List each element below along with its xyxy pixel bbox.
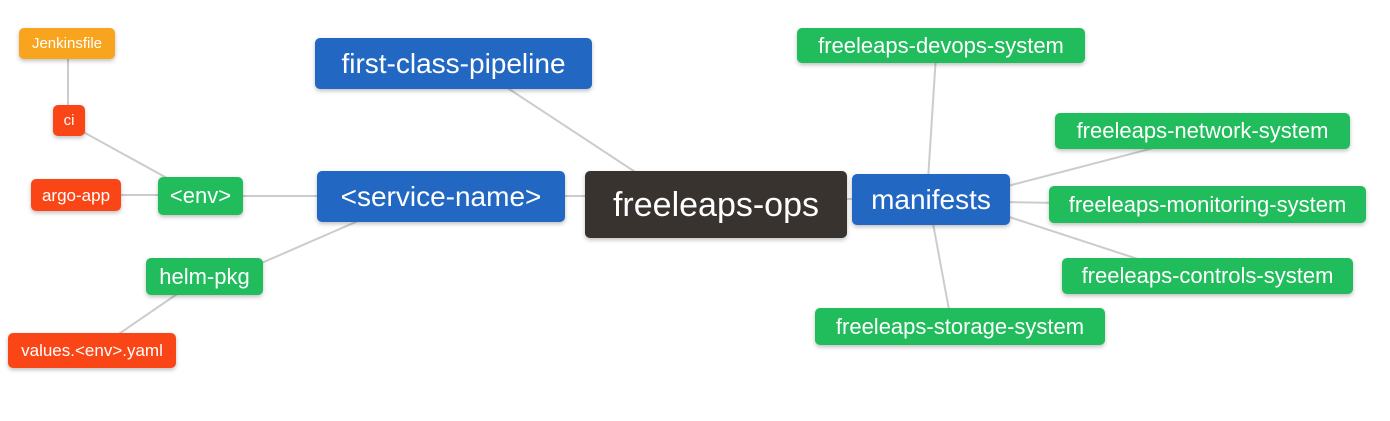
node-ci[interactable]: ci bbox=[53, 105, 85, 136]
node-freeleaps-devops-system[interactable]: freeleaps-devops-system bbox=[797, 28, 1085, 63]
node-env[interactable]: <env> bbox=[158, 177, 243, 215]
node-freeleaps-controls-system[interactable]: freeleaps-controls-system bbox=[1062, 258, 1353, 294]
node-values-env-yaml[interactable]: values.<env>.yaml bbox=[8, 333, 176, 368]
node-freeleaps-storage-system[interactable]: freeleaps-storage-system bbox=[815, 308, 1105, 345]
node-first-class-pipeline[interactable]: first-class-pipeline bbox=[315, 38, 592, 89]
edge-manifests--freeleaps-controls-system bbox=[999, 213, 1151, 264]
edge-first-class-pipeline--freeleaps-ops bbox=[499, 82, 656, 186]
edge-service-name--helm-pkg bbox=[249, 217, 366, 269]
node-freeleaps-ops[interactable]: freeleaps-ops bbox=[585, 171, 847, 238]
node-service-name[interactable]: <service-name> bbox=[317, 171, 565, 222]
node-manifests[interactable]: manifests bbox=[852, 174, 1010, 225]
node-argo-app[interactable]: argo-app bbox=[31, 179, 121, 211]
edge-manifests--freeleaps-network-system bbox=[999, 144, 1166, 189]
edge-manifests--freeleaps-storage-system bbox=[931, 217, 951, 316]
node-helm-pkg[interactable]: helm-pkg bbox=[146, 258, 263, 295]
node-freeleaps-monitoring-system[interactable]: freeleaps-monitoring-system bbox=[1049, 186, 1366, 223]
edge-manifests--freeleaps-devops-system bbox=[927, 54, 937, 181]
node-jenkinsfile[interactable]: Jenkinsfile bbox=[19, 28, 115, 59]
edge-helm-pkg--values-env-yaml bbox=[109, 291, 181, 341]
node-freeleaps-network-system[interactable]: freeleaps-network-system bbox=[1055, 113, 1350, 149]
